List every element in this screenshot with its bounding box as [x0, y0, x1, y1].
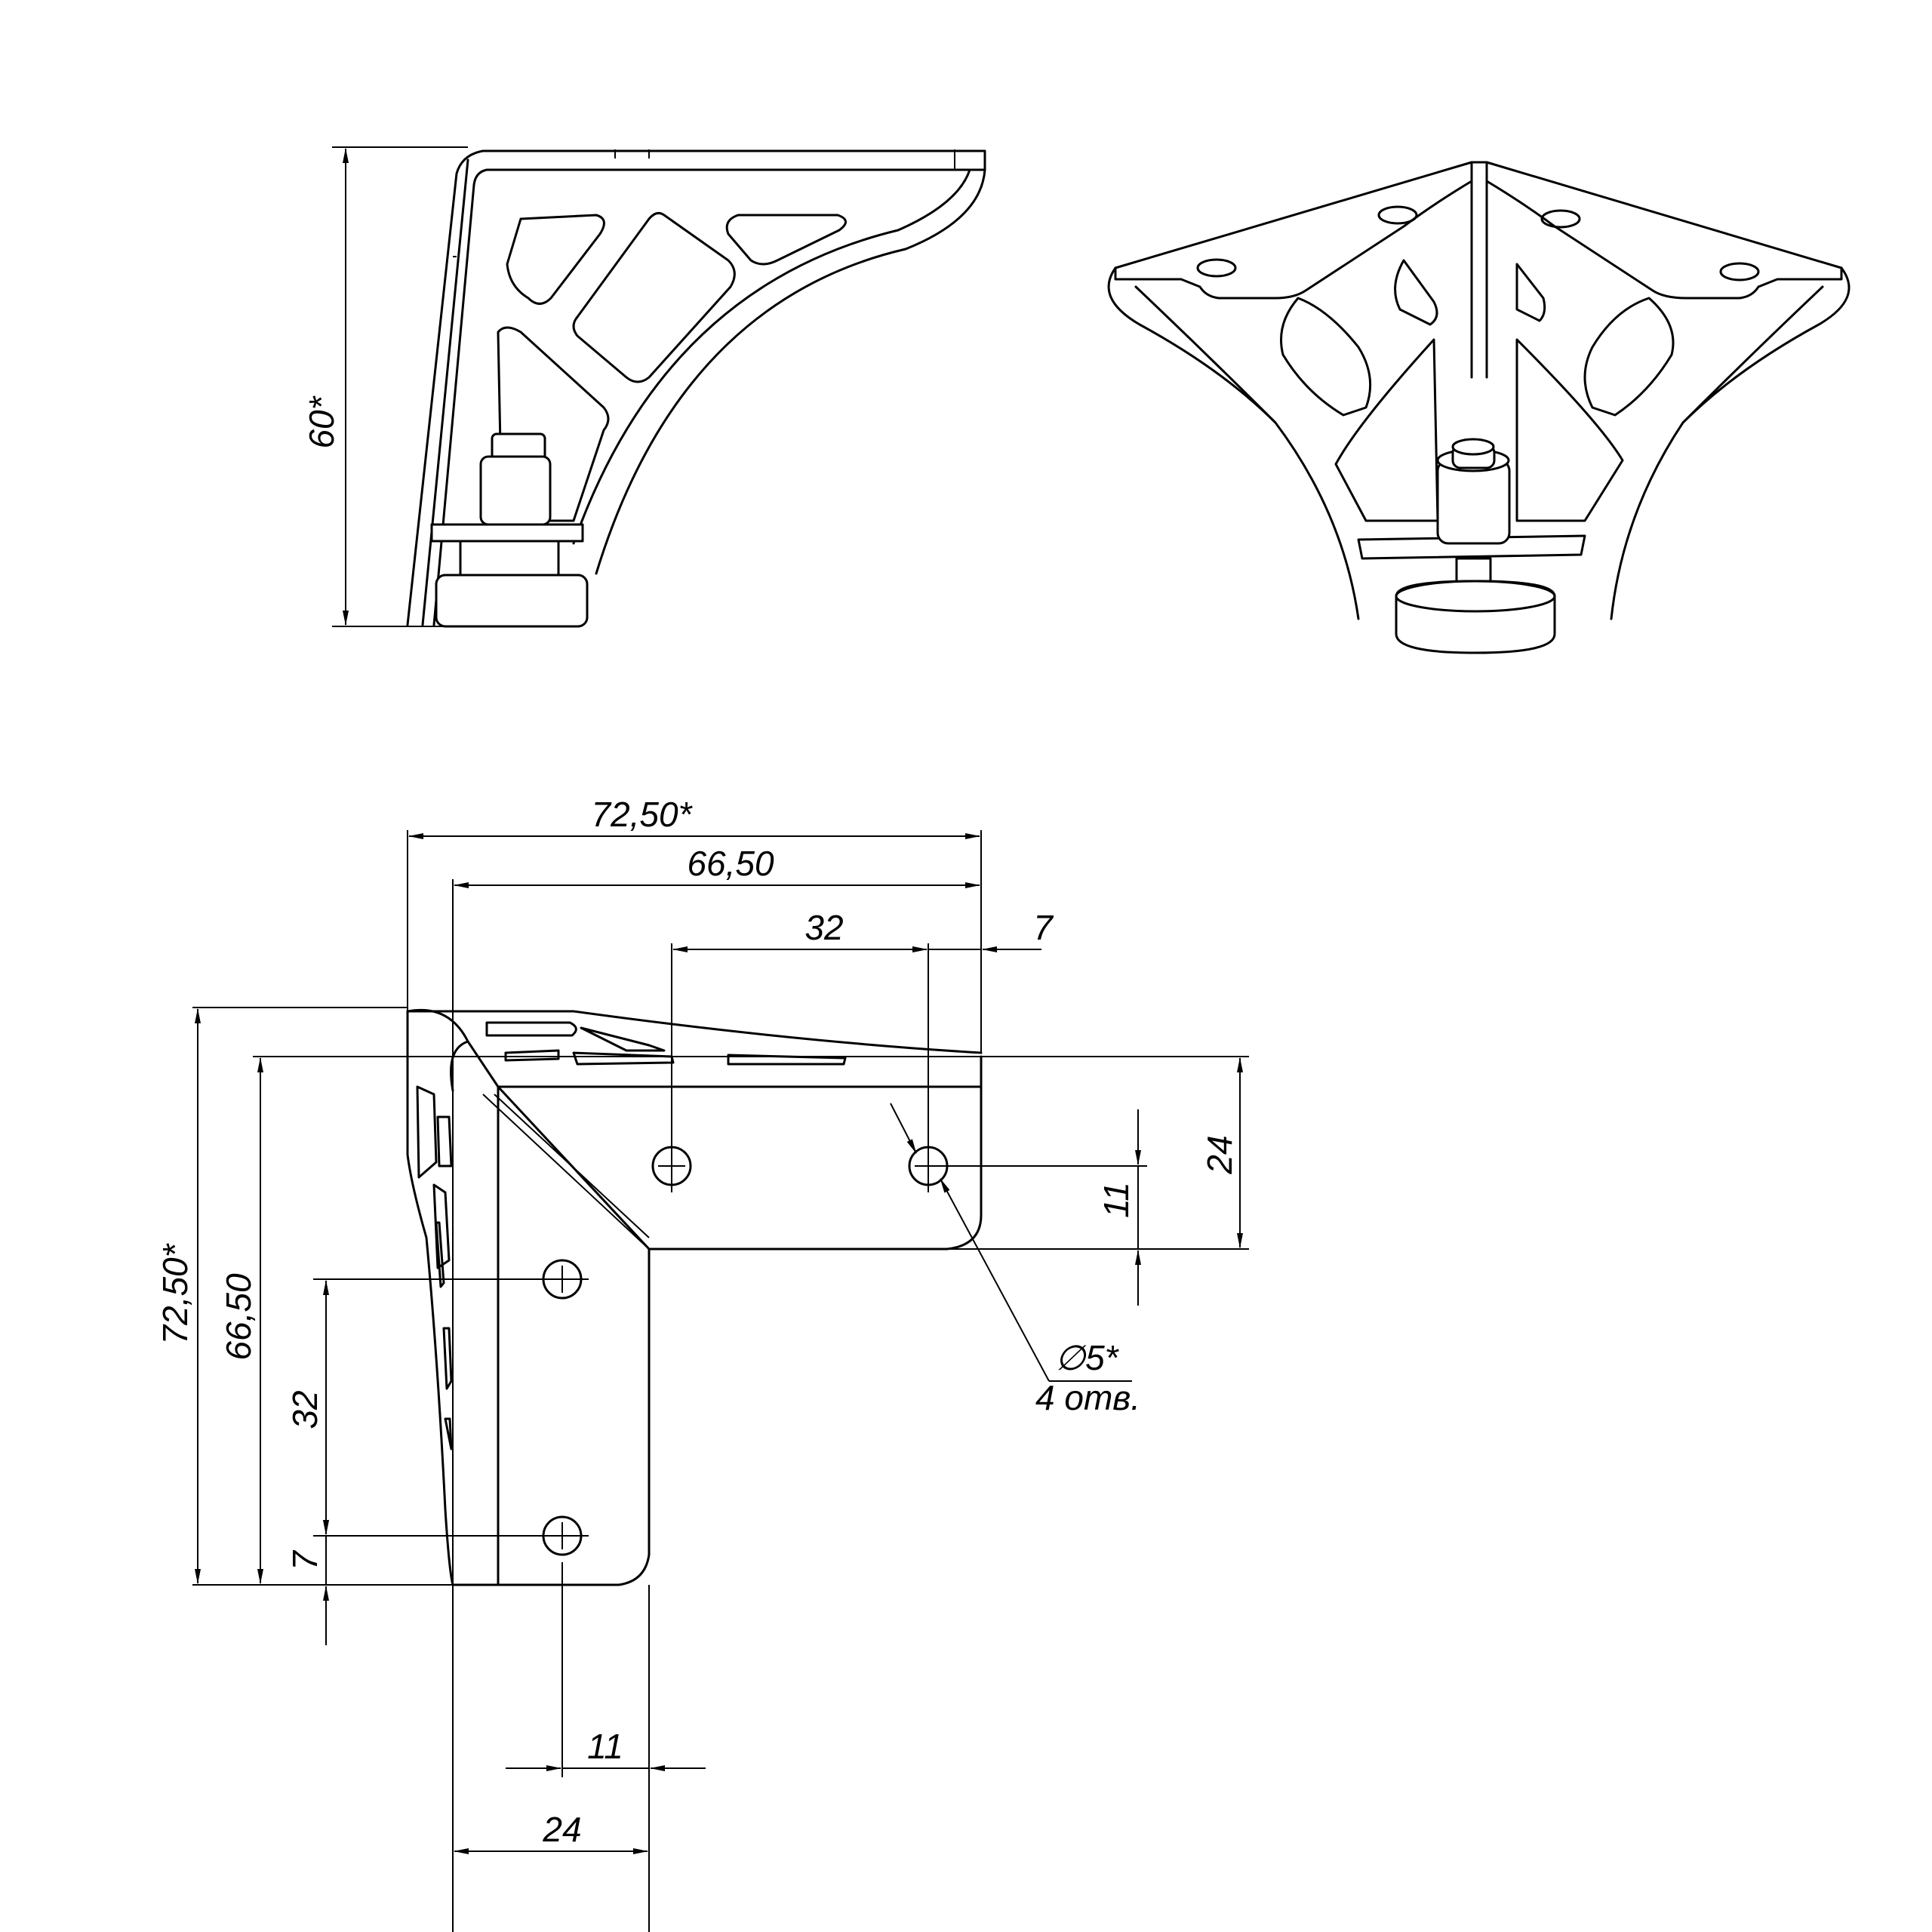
hole-edge-x-label: 7	[1033, 908, 1054, 947]
hole-spacing-x-label: 32	[804, 908, 843, 947]
hole-edge-y-label: 7	[285, 1550, 325, 1571]
foot-washer	[430, 523, 584, 543]
plate-width-right-label: 24	[1200, 1135, 1239, 1174]
iso-hole-2	[1377, 205, 1418, 225]
hole-spacing-y-label: 32	[285, 1390, 325, 1429]
inner-width-label: 66,50	[687, 844, 774, 883]
iso-stem	[1436, 459, 1511, 545]
hole-diameter-label: ∅5*	[1055, 1338, 1120, 1377]
plate-width-bottom-label: 24	[542, 1810, 581, 1849]
plan-view: 72,50* 66,50 32 7 24 11 72,50* 66,50 32 …	[155, 795, 1249, 1932]
iso-hole-1	[1196, 258, 1237, 278]
hole-offset-right-label: 11	[1097, 1182, 1136, 1218]
height-label: 60*	[302, 395, 341, 448]
foot-pad	[435, 574, 589, 628]
isometric-view	[1107, 161, 1850, 654]
inner-height-label: 66,50	[219, 1273, 258, 1361]
side-view: 60*	[302, 146, 986, 628]
overall-width-label: 72,50*	[591, 795, 693, 834]
overall-height-label: 72,50*	[155, 1242, 195, 1344]
iso-hole-3	[1540, 209, 1581, 229]
hole-count-label: 4 отв.	[1035, 1378, 1140, 1417]
iso-hole-4	[1719, 262, 1760, 281]
iso-foot-pad	[1395, 580, 1556, 654]
hole-offset-bottom-label: 11	[587, 1727, 623, 1766]
